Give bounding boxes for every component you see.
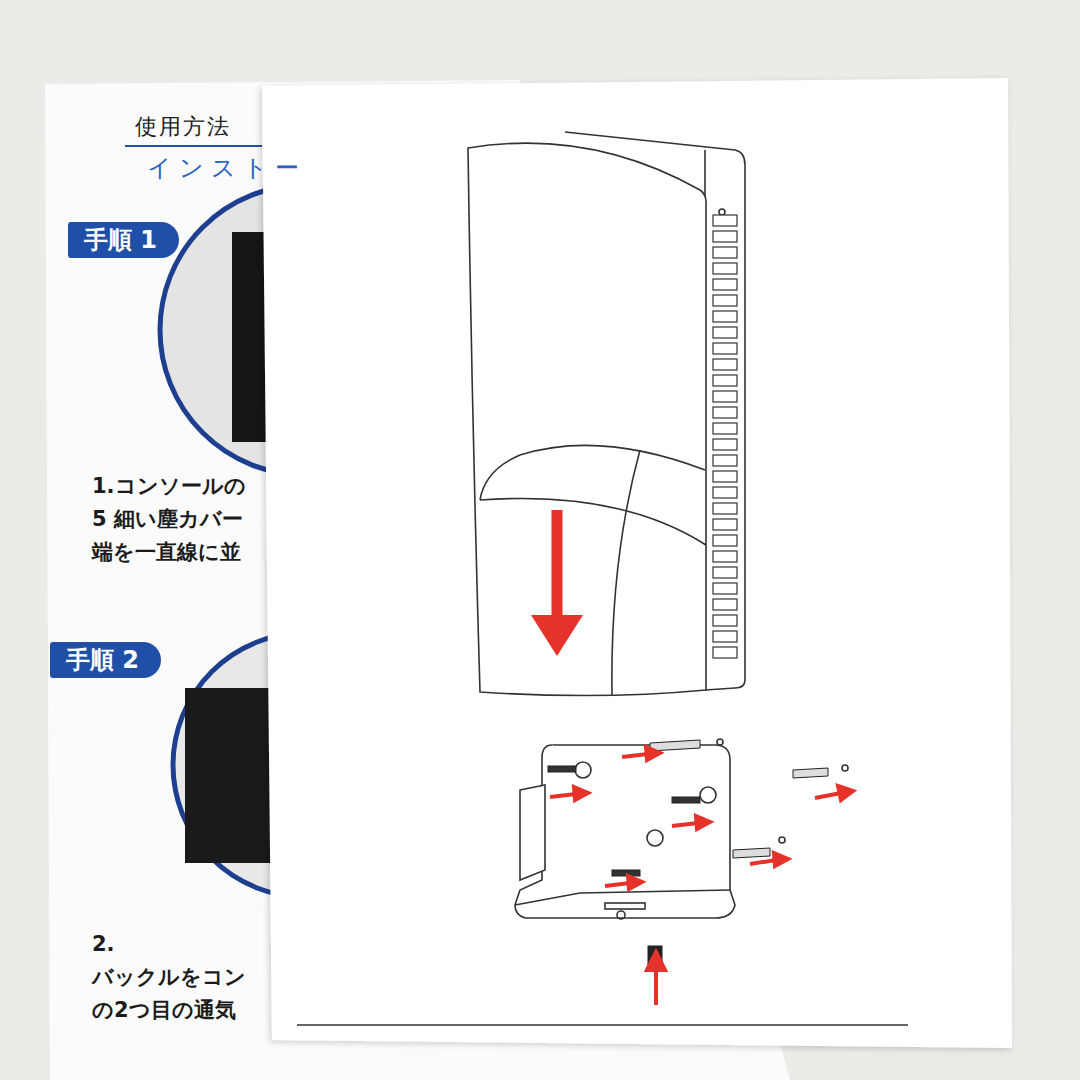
vent-slot — [713, 279, 737, 290]
title-rule — [125, 145, 262, 147]
vent-slot — [713, 247, 737, 258]
vent-slot — [713, 471, 737, 482]
vent-slot — [713, 535, 737, 546]
vent-slot — [713, 343, 737, 354]
console-illustration — [468, 132, 745, 696]
step-text: 2.バックルをコン の2つ目の通気 — [92, 928, 267, 1027]
vent-slot — [713, 215, 737, 226]
step-label: 手順 2 — [66, 646, 139, 674]
vent-slot — [713, 615, 737, 626]
vent-slot — [713, 391, 737, 402]
step-text: 1.コンソールの 5 細い塵カバー 端を一直線に並 — [92, 470, 267, 569]
vent-slot — [713, 487, 737, 498]
step-badge: 手順 2 — [50, 642, 161, 678]
vent-slot — [713, 423, 737, 434]
vent-slot — [713, 519, 737, 530]
screw-set — [548, 740, 828, 968]
vent-slot — [713, 455, 737, 466]
direction-arrow — [531, 615, 583, 656]
vent-slot — [713, 375, 737, 386]
section-subtitle: インストー — [147, 152, 306, 184]
direction-arrow — [550, 747, 853, 1005]
vent-slot — [713, 599, 737, 610]
vent-slot — [713, 567, 737, 578]
vent-slot — [713, 647, 737, 658]
vent-slot — [713, 327, 737, 338]
direction-arrow — [552, 510, 563, 618]
step-badge: 手順 1 — [68, 222, 179, 258]
vent-slot — [713, 311, 737, 322]
front-sheet — [262, 78, 1012, 1048]
step-label: 手順 1 — [84, 226, 157, 254]
vent-slot — [713, 231, 737, 242]
vent-slot — [713, 631, 737, 642]
wall-bracket — [515, 739, 848, 919]
vent-slot — [713, 439, 737, 450]
footer-rule — [297, 1024, 908, 1026]
console-photo — [185, 688, 275, 863]
vent-slot — [713, 503, 737, 514]
vent-slot — [713, 407, 737, 418]
vent-slot — [713, 551, 737, 562]
vent-slot — [713, 263, 737, 274]
section-title: 使用方法 — [135, 112, 231, 142]
vent-grille — [713, 215, 737, 658]
vent-slot — [713, 583, 737, 594]
vent-slot — [713, 295, 737, 306]
vent-slot — [713, 359, 737, 370]
